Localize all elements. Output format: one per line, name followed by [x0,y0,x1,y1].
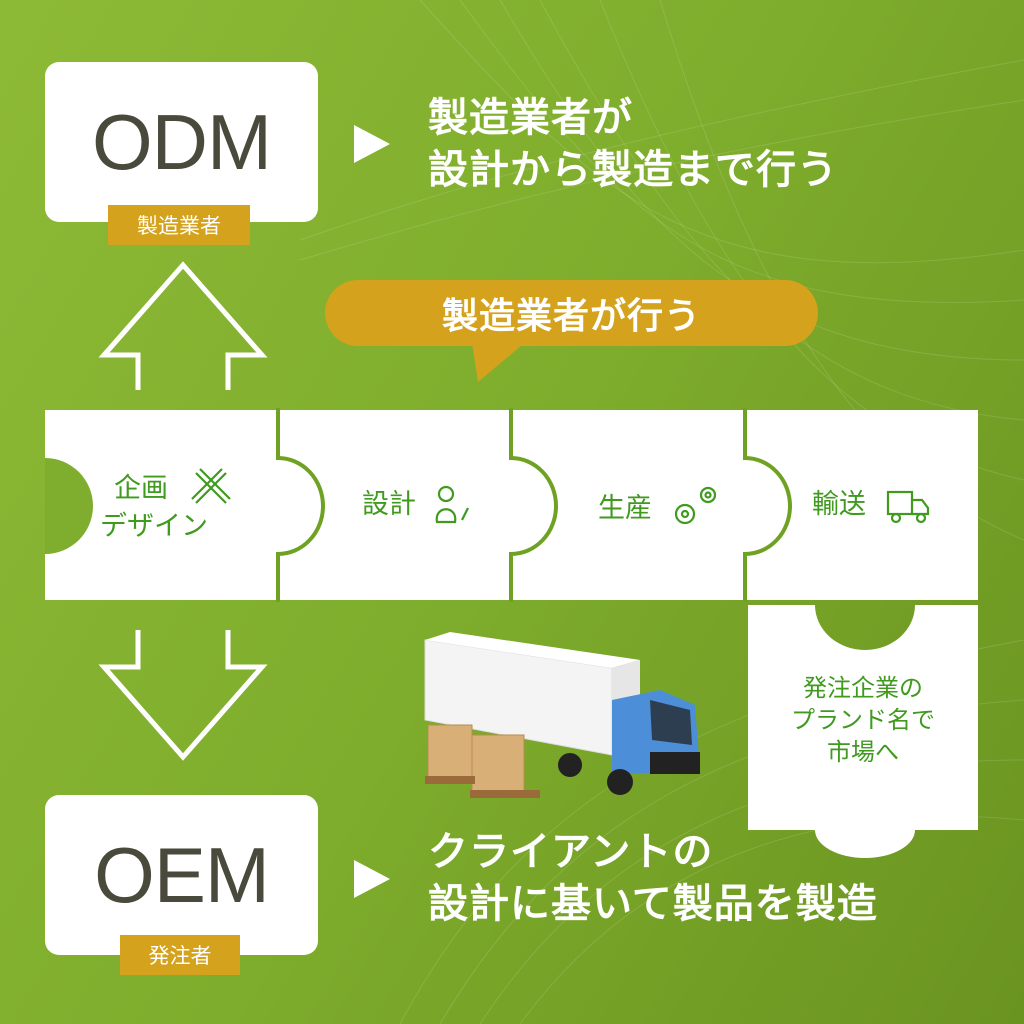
market-line3: 市場へ [827,738,899,766]
oem-title: OEM [94,830,270,919]
pencil-ruler-icon [191,468,231,504]
market-text: 発注企業の プランド名で 市場へ [752,672,974,768]
odm-box: ODM [45,62,318,222]
step-planning-line1: 企画 [114,473,168,504]
odm-title: ODM [92,97,272,186]
oem-triangle-icon [354,860,390,898]
oem-box: OEM [45,795,318,955]
market-line2: プランド名で [791,706,935,734]
boxes [427,724,525,792]
designer-icon [435,485,469,524]
odm-description: 製造業者が 設計から製造まで行う [428,92,838,196]
up-arrow-icon [98,261,268,390]
step-production: 生産 [598,493,652,524]
oem-tag: 発注者 [120,935,240,975]
market-piece [748,605,978,858]
step-design: 設計 [362,489,416,520]
puzzle-notch [45,458,93,554]
oem-description: クライアントの 設計に基いて製品を製造 [428,826,878,930]
odm-desc-line1: 製造業者が [428,95,633,141]
truck-icon [886,490,930,524]
down-arrow-icon [98,630,268,761]
gears-icon [674,486,717,525]
speech-bubble: 製造業者が行う [325,280,818,346]
oem-desc-line2: 設計に基いて製品を製造 [428,881,878,927]
odm-desc-line2: 設計から製造まで行う [428,147,838,193]
odm-tag: 製造業者 [108,205,250,245]
market-line1: 発注企業の [803,674,923,702]
step-shipping: 輸送 [812,489,866,520]
step-planning-line2: デザイン [100,511,208,542]
odm-triangle-icon [354,125,390,163]
oem-desc-line1: クライアントの [428,829,714,875]
step-planning: 企画 デザイン [100,470,208,546]
